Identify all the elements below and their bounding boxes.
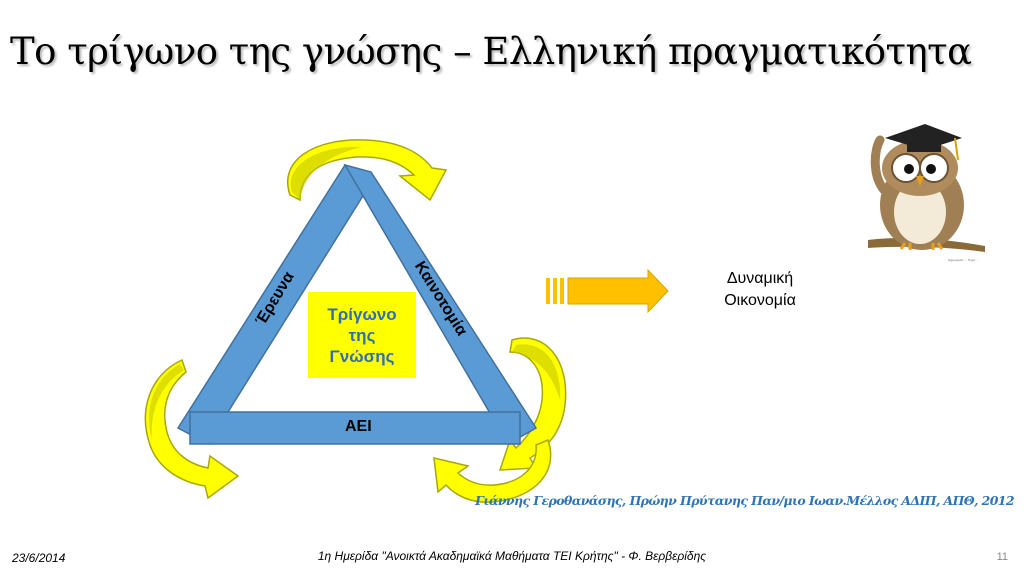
circular-arrow-icon [287,139,448,202]
citation: Γιάννης Γεροθανάσης, Πρώην Πρύτανης Παν/… [475,493,1014,508]
side-label-universities: ΑΕΙ [345,418,372,435]
right-arrow-icon [546,268,669,314]
slide-title: Το τρίγωνο της γνώσης – Ελληνική πραγματ… [10,30,972,73]
owl-caption: Δημιουργία: ... Πηγή: ... [948,258,980,262]
center-box: Τρίγωνο της Γνώσης [308,292,416,378]
result-line: Οικονομία [724,292,796,309]
result-label: Δυναμική Οικονομία [700,268,820,312]
slide-number: 11 [996,551,1008,563]
result-line: Δυναμική [726,270,794,287]
center-line: Γνώσης [329,346,395,366]
footer-event: 1η Ημερίδα "Ανοικτά Ακαδημαϊκά Μαθήματα … [317,549,707,563]
owl-graduate-icon [868,124,985,252]
center-line: Τρίγωνο [327,304,397,324]
footer-date: 23/6/2014 [12,551,66,565]
center-line: της [348,325,376,345]
triangle [176,163,538,446]
circular-arrow-icon [433,438,552,503]
circular-arrow-icon [144,358,240,500]
